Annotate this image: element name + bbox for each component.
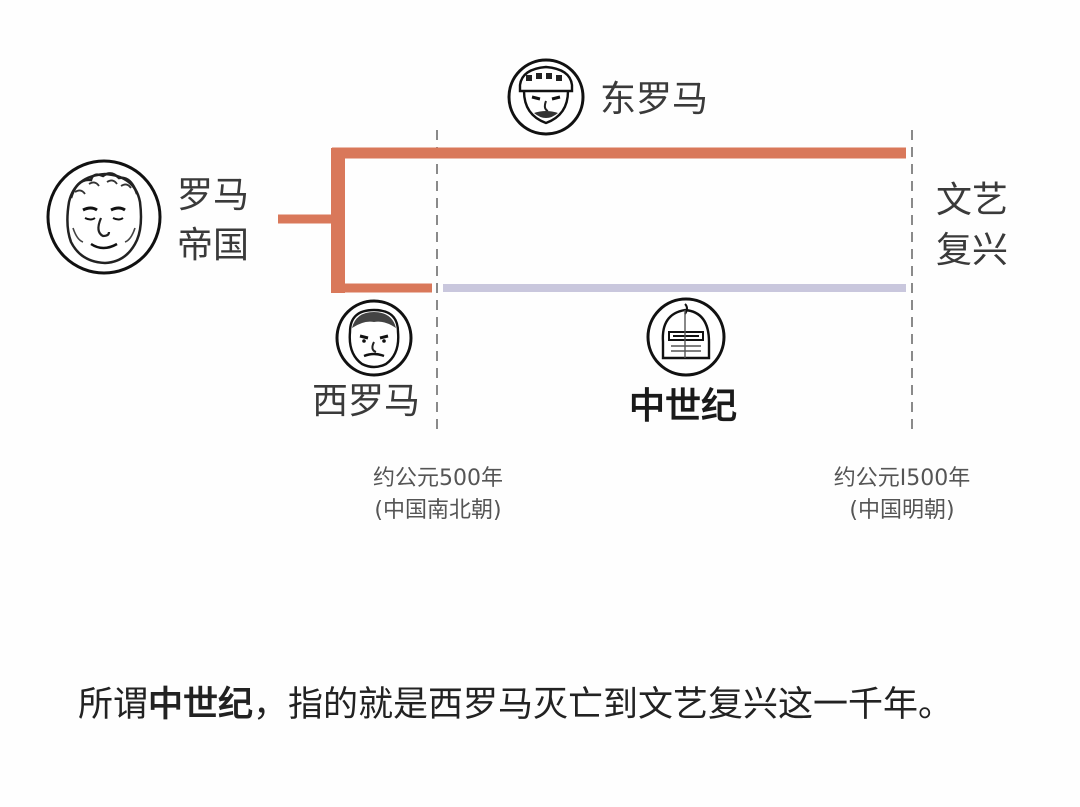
date-end-year: 约公元I500年 (833, 466, 971, 491)
renaissance-label-line2: 复兴 (936, 230, 1009, 271)
caption: 所谓中世纪，指的就是西罗马灭亡到文艺复兴这一千年。 (78, 676, 953, 727)
knight-helmet-icon (646, 297, 726, 377)
caption-prefix: 所谓 (78, 685, 149, 725)
west-rome-face-icon (335, 299, 413, 377)
date-start-year: 约公元500年 (373, 466, 503, 491)
roman-empire-face-icon (46, 159, 162, 275)
renaissance-label: 文艺 复兴 (936, 176, 1008, 276)
middle-ages-label: 中世纪 (629, 386, 738, 427)
caption-bold: 中世纪 (148, 685, 254, 725)
date-end-era: (中国明朝) (849, 498, 955, 523)
date-start-era: (中国南北朝) (374, 498, 502, 523)
date-start-label: 约公元500年 (中国南北朝) (350, 463, 526, 527)
west-rome-label: 西罗马 (312, 381, 421, 422)
east-rome-label: 东罗马 (600, 79, 709, 120)
caption-suffix: ，指的就是西罗马灭亡到文艺复兴这一千年。 (253, 685, 954, 725)
renaissance-label-line1: 文艺 (936, 180, 1009, 221)
date-end-label: 约公元I500年 (中国明朝) (812, 463, 992, 527)
roman-empire-label-line2: 帝国 (177, 225, 250, 266)
roman-empire-label-line1: 罗马 (177, 175, 250, 216)
roman-empire-label: 罗马 帝国 (177, 171, 249, 271)
east-rome-face-icon (507, 58, 585, 136)
